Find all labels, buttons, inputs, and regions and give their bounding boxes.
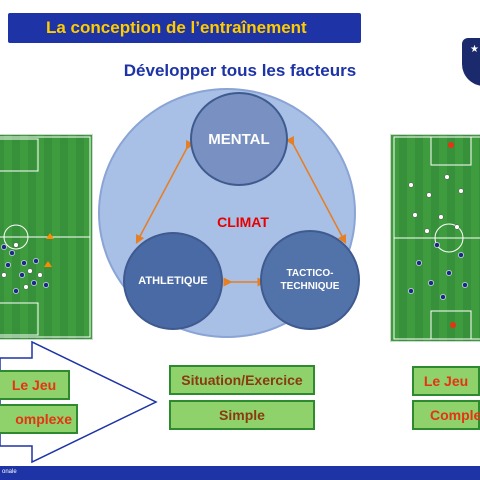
athletique-label: ATHLETIQUE: [138, 275, 208, 287]
left-le-jeu-label: Le Jeu: [11, 377, 57, 393]
mental-circle: MENTAL: [190, 92, 288, 186]
tactico-label-line2: TECHNIQUE: [280, 281, 340, 292]
simple-label: Simple: [219, 407, 265, 423]
footer-text: onale: [2, 469, 17, 475]
tactico-technique-circle: TACTICO- TECHNIQUE: [260, 230, 360, 330]
logo-star-icon: ★: [470, 44, 479, 55]
simple-button[interactable]: Simple: [169, 400, 315, 430]
mental-label: MENTAL: [208, 130, 270, 148]
right-le-jeu-label: Le Jeu: [423, 373, 469, 389]
situation-exercice-label: Situation/Exercice: [181, 372, 303, 388]
athletique-circle: ATHLETIQUE: [123, 232, 223, 330]
left-complexe-button[interactable]: omplexe: [0, 404, 78, 434]
situation-exercice-button[interactable]: Situation/Exercice: [169, 365, 315, 395]
left-complexe-label: omplexe: [15, 411, 72, 427]
subtitle: Développer tous les facteurs: [123, 61, 357, 80]
right-pitch-diagram: [390, 134, 480, 342]
footer-bar: onale: [0, 466, 480, 480]
page-title: La conception de l’entraînement: [46, 18, 307, 37]
right-le-jeu-button[interactable]: Le Jeu: [412, 366, 480, 396]
right-complexe-button[interactable]: Complex: [412, 400, 480, 430]
left-le-jeu-button[interactable]: Le Jeu: [0, 370, 70, 400]
progression-arrow: [0, 340, 158, 464]
left-pitch-diagram: [0, 134, 93, 340]
tactico-technique-label: TACTICO- TECHNIQUE: [281, 267, 340, 293]
climat-label: CLIMAT: [217, 214, 269, 230]
title-bar: La conception de l’entraînement: [8, 13, 361, 43]
tactico-label-line1: TACTICO-: [286, 268, 334, 279]
right-complexe-label: Complex: [430, 407, 480, 423]
federation-logo: [462, 38, 480, 86]
